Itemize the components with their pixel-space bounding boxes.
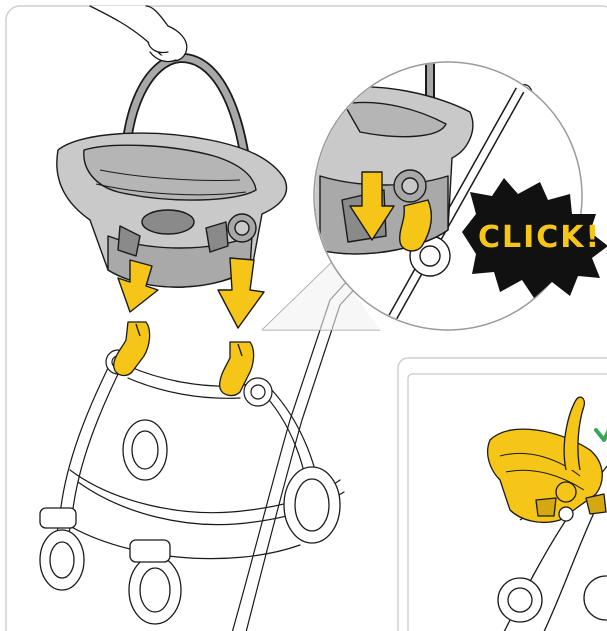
click-label: CLICK! xyxy=(478,220,601,255)
inset-panel xyxy=(398,358,607,631)
